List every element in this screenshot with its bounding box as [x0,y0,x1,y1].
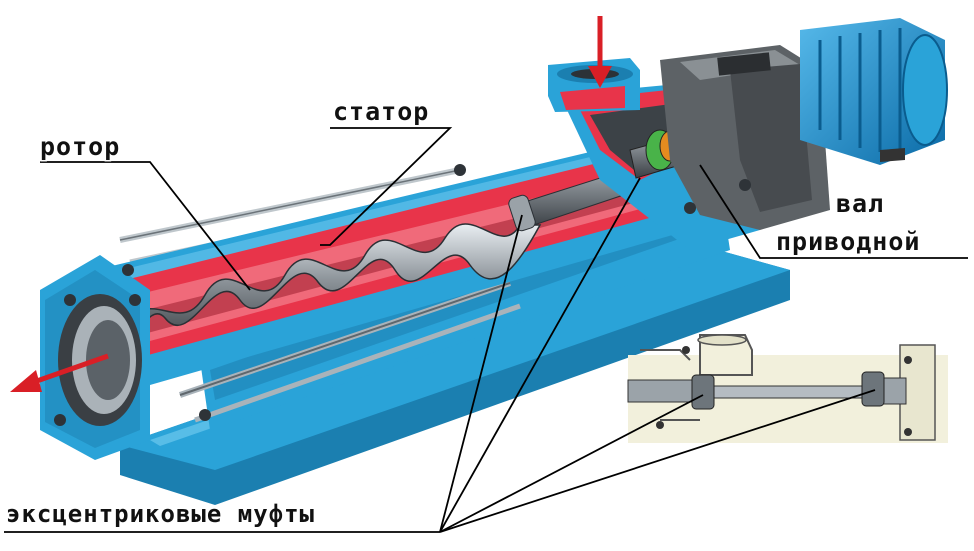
discharge-flange [40,255,150,460]
inset-coupling-section [627,334,948,443]
leader-stator [320,127,453,246]
leader-coupling-4 [439,389,876,533]
leader-coupling-1 [439,214,523,533]
rotor [119,223,542,346]
label-shaft-line1: вал [836,189,884,218]
motor [800,18,948,165]
label-shaft-line2: приводной [776,227,920,256]
leader-shaft [699,164,968,259]
gearbox [660,45,830,230]
arrow-down-icon [588,16,612,88]
label-stator: статор [333,97,429,126]
label-rotor: ротор [40,132,120,161]
leader-rotor [40,161,251,291]
leader-coupling-3 [439,394,704,533]
leader-lines [4,127,968,533]
bolts [122,164,751,421]
leader-coupling-2 [439,177,641,533]
arrow-left-icon [10,353,109,392]
label-couplings: эксцентриковые муфты [6,500,315,528]
